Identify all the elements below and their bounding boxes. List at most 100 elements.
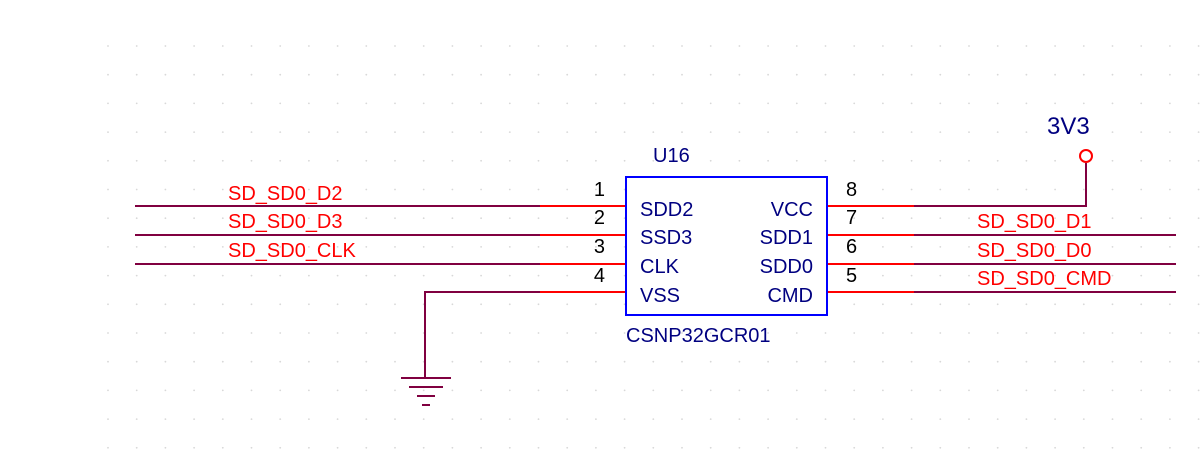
grid-dot bbox=[537, 360, 540, 363]
grid-dot bbox=[164, 131, 167, 134]
net-label-sd0-d0[interactable]: SD_SD0_D0 bbox=[977, 240, 1092, 262]
grid-dot bbox=[1025, 159, 1028, 162]
grid-dot bbox=[221, 389, 224, 392]
grid-dot bbox=[1197, 159, 1200, 162]
net-label-sd0-d2[interactable]: SD_SD0_D2 bbox=[228, 183, 343, 205]
grid-dot bbox=[595, 102, 597, 105]
grid-dot bbox=[652, 102, 655, 105]
grid-dot bbox=[451, 159, 454, 162]
grid-dot bbox=[882, 246, 884, 248]
component-pins bbox=[540, 205, 914, 293]
grid-dot bbox=[422, 159, 425, 162]
grid-dot bbox=[336, 418, 339, 420]
grid-dot bbox=[164, 418, 167, 420]
grid-dot bbox=[508, 131, 511, 134]
grid-dot bbox=[1111, 131, 1114, 134]
grid-dot bbox=[480, 188, 482, 191]
grid-dot bbox=[1111, 159, 1114, 162]
grid-dot bbox=[1054, 102, 1056, 105]
grid-dot bbox=[451, 360, 454, 363]
grid-dot bbox=[681, 45, 683, 47]
grid-dot bbox=[365, 446, 368, 449]
grid-dot bbox=[422, 446, 425, 449]
grid-dot bbox=[853, 332, 856, 334]
grid-dot bbox=[451, 131, 454, 134]
component-body[interactable] bbox=[625, 176, 828, 316]
net-label-sd0-d1[interactable]: SD_SD0_D1 bbox=[977, 211, 1092, 233]
grid-dot bbox=[135, 45, 138, 47]
grid-dot bbox=[1111, 246, 1114, 248]
grid-dot bbox=[135, 217, 138, 220]
grid-dot bbox=[623, 45, 626, 47]
grid-dot bbox=[308, 159, 310, 162]
grid-dot bbox=[336, 131, 339, 134]
grid-dot bbox=[135, 332, 138, 334]
grid-dot bbox=[537, 389, 540, 392]
grid-dot bbox=[795, 159, 798, 162]
grid-dot bbox=[853, 446, 856, 449]
grid-dot bbox=[1197, 418, 1200, 420]
grid-dot bbox=[1197, 389, 1200, 392]
grid-dot bbox=[595, 217, 597, 220]
grid-dot bbox=[968, 188, 970, 191]
grid-dot bbox=[1197, 246, 1200, 248]
grid-dot bbox=[1025, 102, 1028, 105]
grid-dot bbox=[1054, 159, 1056, 162]
grid-dot bbox=[250, 389, 253, 392]
net-label-sd0-d3[interactable]: SD_SD0_D3 bbox=[228, 211, 343, 233]
grid-dot bbox=[709, 389, 712, 392]
power-port-3v3[interactable]: 3V3 bbox=[1047, 113, 1093, 163]
grid-dot bbox=[1111, 274, 1114, 277]
grid-dot bbox=[681, 159, 683, 162]
grid-dot bbox=[480, 246, 482, 248]
grid-dot bbox=[1169, 246, 1171, 248]
grid-dot bbox=[279, 418, 282, 420]
grid-dot bbox=[1054, 246, 1056, 248]
grid-dot bbox=[1054, 188, 1056, 191]
grid-dot bbox=[652, 389, 655, 392]
grid-dot bbox=[193, 188, 196, 191]
grid-dot bbox=[508, 446, 511, 449]
grid-dot bbox=[394, 73, 396, 76]
grid-dot bbox=[336, 303, 339, 306]
grid-dot bbox=[1169, 102, 1171, 105]
grid-dot bbox=[623, 159, 626, 162]
grid-dot bbox=[939, 446, 942, 449]
grid-dot bbox=[107, 274, 109, 277]
pin-number-3: 3 bbox=[594, 236, 605, 258]
grid-dot bbox=[308, 303, 310, 306]
grid-dot bbox=[250, 159, 253, 162]
grid-dot bbox=[451, 418, 454, 420]
grid-dot bbox=[308, 332, 310, 334]
grid-dot bbox=[308, 418, 310, 420]
grid-dot bbox=[652, 332, 655, 334]
grid-dot bbox=[394, 159, 396, 162]
net-label-sd0-cmd[interactable]: SD_SD0_CMD bbox=[977, 268, 1111, 290]
grid-dot bbox=[681, 102, 683, 105]
grid-dot bbox=[652, 360, 655, 363]
ground-symbol-icon[interactable] bbox=[401, 377, 451, 406]
grid-dot bbox=[910, 217, 913, 220]
net-label-sd0-clk[interactable]: SD_SD0_CLK bbox=[228, 240, 357, 262]
grid-dot bbox=[1169, 217, 1171, 220]
grid-dot bbox=[681, 360, 683, 363]
grid-dot bbox=[193, 102, 196, 105]
grid-dot bbox=[537, 131, 540, 134]
grid-dot bbox=[623, 360, 626, 363]
grid-dot bbox=[1054, 73, 1056, 76]
pin-number-1: 1 bbox=[594, 179, 605, 201]
grid-dot bbox=[1054, 131, 1056, 134]
grid-dot bbox=[968, 102, 970, 105]
grid-dot bbox=[853, 45, 856, 47]
grid-dot bbox=[1140, 446, 1143, 449]
grid-dot bbox=[681, 389, 683, 392]
grid-dot bbox=[1082, 188, 1085, 191]
grid-dot bbox=[308, 274, 310, 277]
grid-dot bbox=[910, 389, 913, 392]
grid-dot bbox=[107, 446, 109, 449]
grid-dot bbox=[853, 102, 856, 105]
grid-dot bbox=[279, 73, 282, 76]
grid-dot bbox=[394, 217, 396, 220]
grid-dot bbox=[1111, 303, 1114, 306]
